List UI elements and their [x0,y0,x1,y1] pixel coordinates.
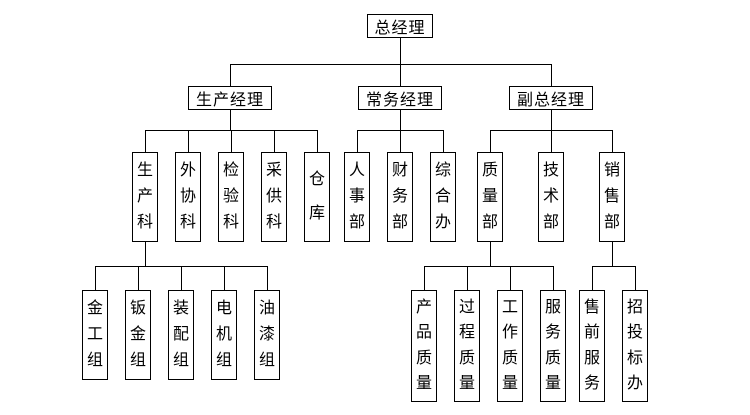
connector-line [490,130,491,152]
node-deputy-general-manager: 副总经理 [509,86,593,110]
connector-line [551,130,552,152]
connector-line [230,110,231,130]
connector-line [592,266,635,267]
connector-line [490,242,491,266]
connector-line [357,130,358,152]
connector-line [230,64,231,86]
connector-line [400,130,401,152]
node-finance-department: 财务部 [387,152,413,242]
connector-line [400,110,401,130]
node-product-quality: 产品质量 [411,290,437,402]
connector-line [138,266,139,290]
connector-line [551,64,552,86]
node-outsourcing-section: 外协科 [175,152,201,242]
node-inspection-section: 检验科 [218,152,244,242]
connector-line [274,130,275,152]
node-process-quality: 过程质量 [454,290,480,402]
node-executive-manager: 常务经理 [358,86,442,110]
connector-line [231,130,232,152]
node-sales-department: 销售部 [599,152,625,242]
connector-line [95,266,96,290]
connector-line [635,266,636,290]
node-metalworking-group: 金工组 [82,290,108,380]
node-bidding-office: 招投标办 [622,290,648,402]
connector-line [224,266,225,290]
node-work-quality: 工作质量 [497,290,523,402]
node-service-quality: 服务质量 [540,290,566,402]
node-hr-department: 人事部 [344,152,370,242]
node-warehouse: 仓库 [304,152,330,242]
node-assembly-group: 装配组 [168,290,194,380]
connector-line [424,266,425,290]
connector-line [443,130,444,152]
connector-line [553,266,554,290]
connector-line [424,266,553,267]
connector-line [145,242,146,266]
node-production-section: 生产科 [132,152,158,242]
connector-line [230,64,551,65]
connector-line [612,242,613,266]
connector-line [267,266,268,290]
connector-line [181,266,182,290]
node-technology-department: 技术部 [538,152,564,242]
connector-line [145,130,146,152]
node-painting-group: 油漆组 [254,290,280,380]
connector-line [400,64,401,86]
connector-line [317,130,318,152]
connector-line [400,38,401,64]
node-general-affairs-office: 综合办 [430,152,456,242]
node-motor-group: 电机组 [211,290,237,380]
node-purchasing-section: 采供科 [261,152,287,242]
node-general-manager: 总经理 [367,14,433,38]
node-presales-service: 售前服务 [579,290,605,402]
connector-line [592,266,593,290]
connector-line [510,266,511,290]
node-quality-department: 质量部 [477,152,503,242]
connector-line [551,110,552,130]
connector-line [188,130,189,152]
node-sheet-metal-group: 钣金组 [125,290,151,380]
node-production-manager: 生产经理 [188,86,272,110]
connector-line [467,266,468,290]
connector-line [612,130,613,152]
